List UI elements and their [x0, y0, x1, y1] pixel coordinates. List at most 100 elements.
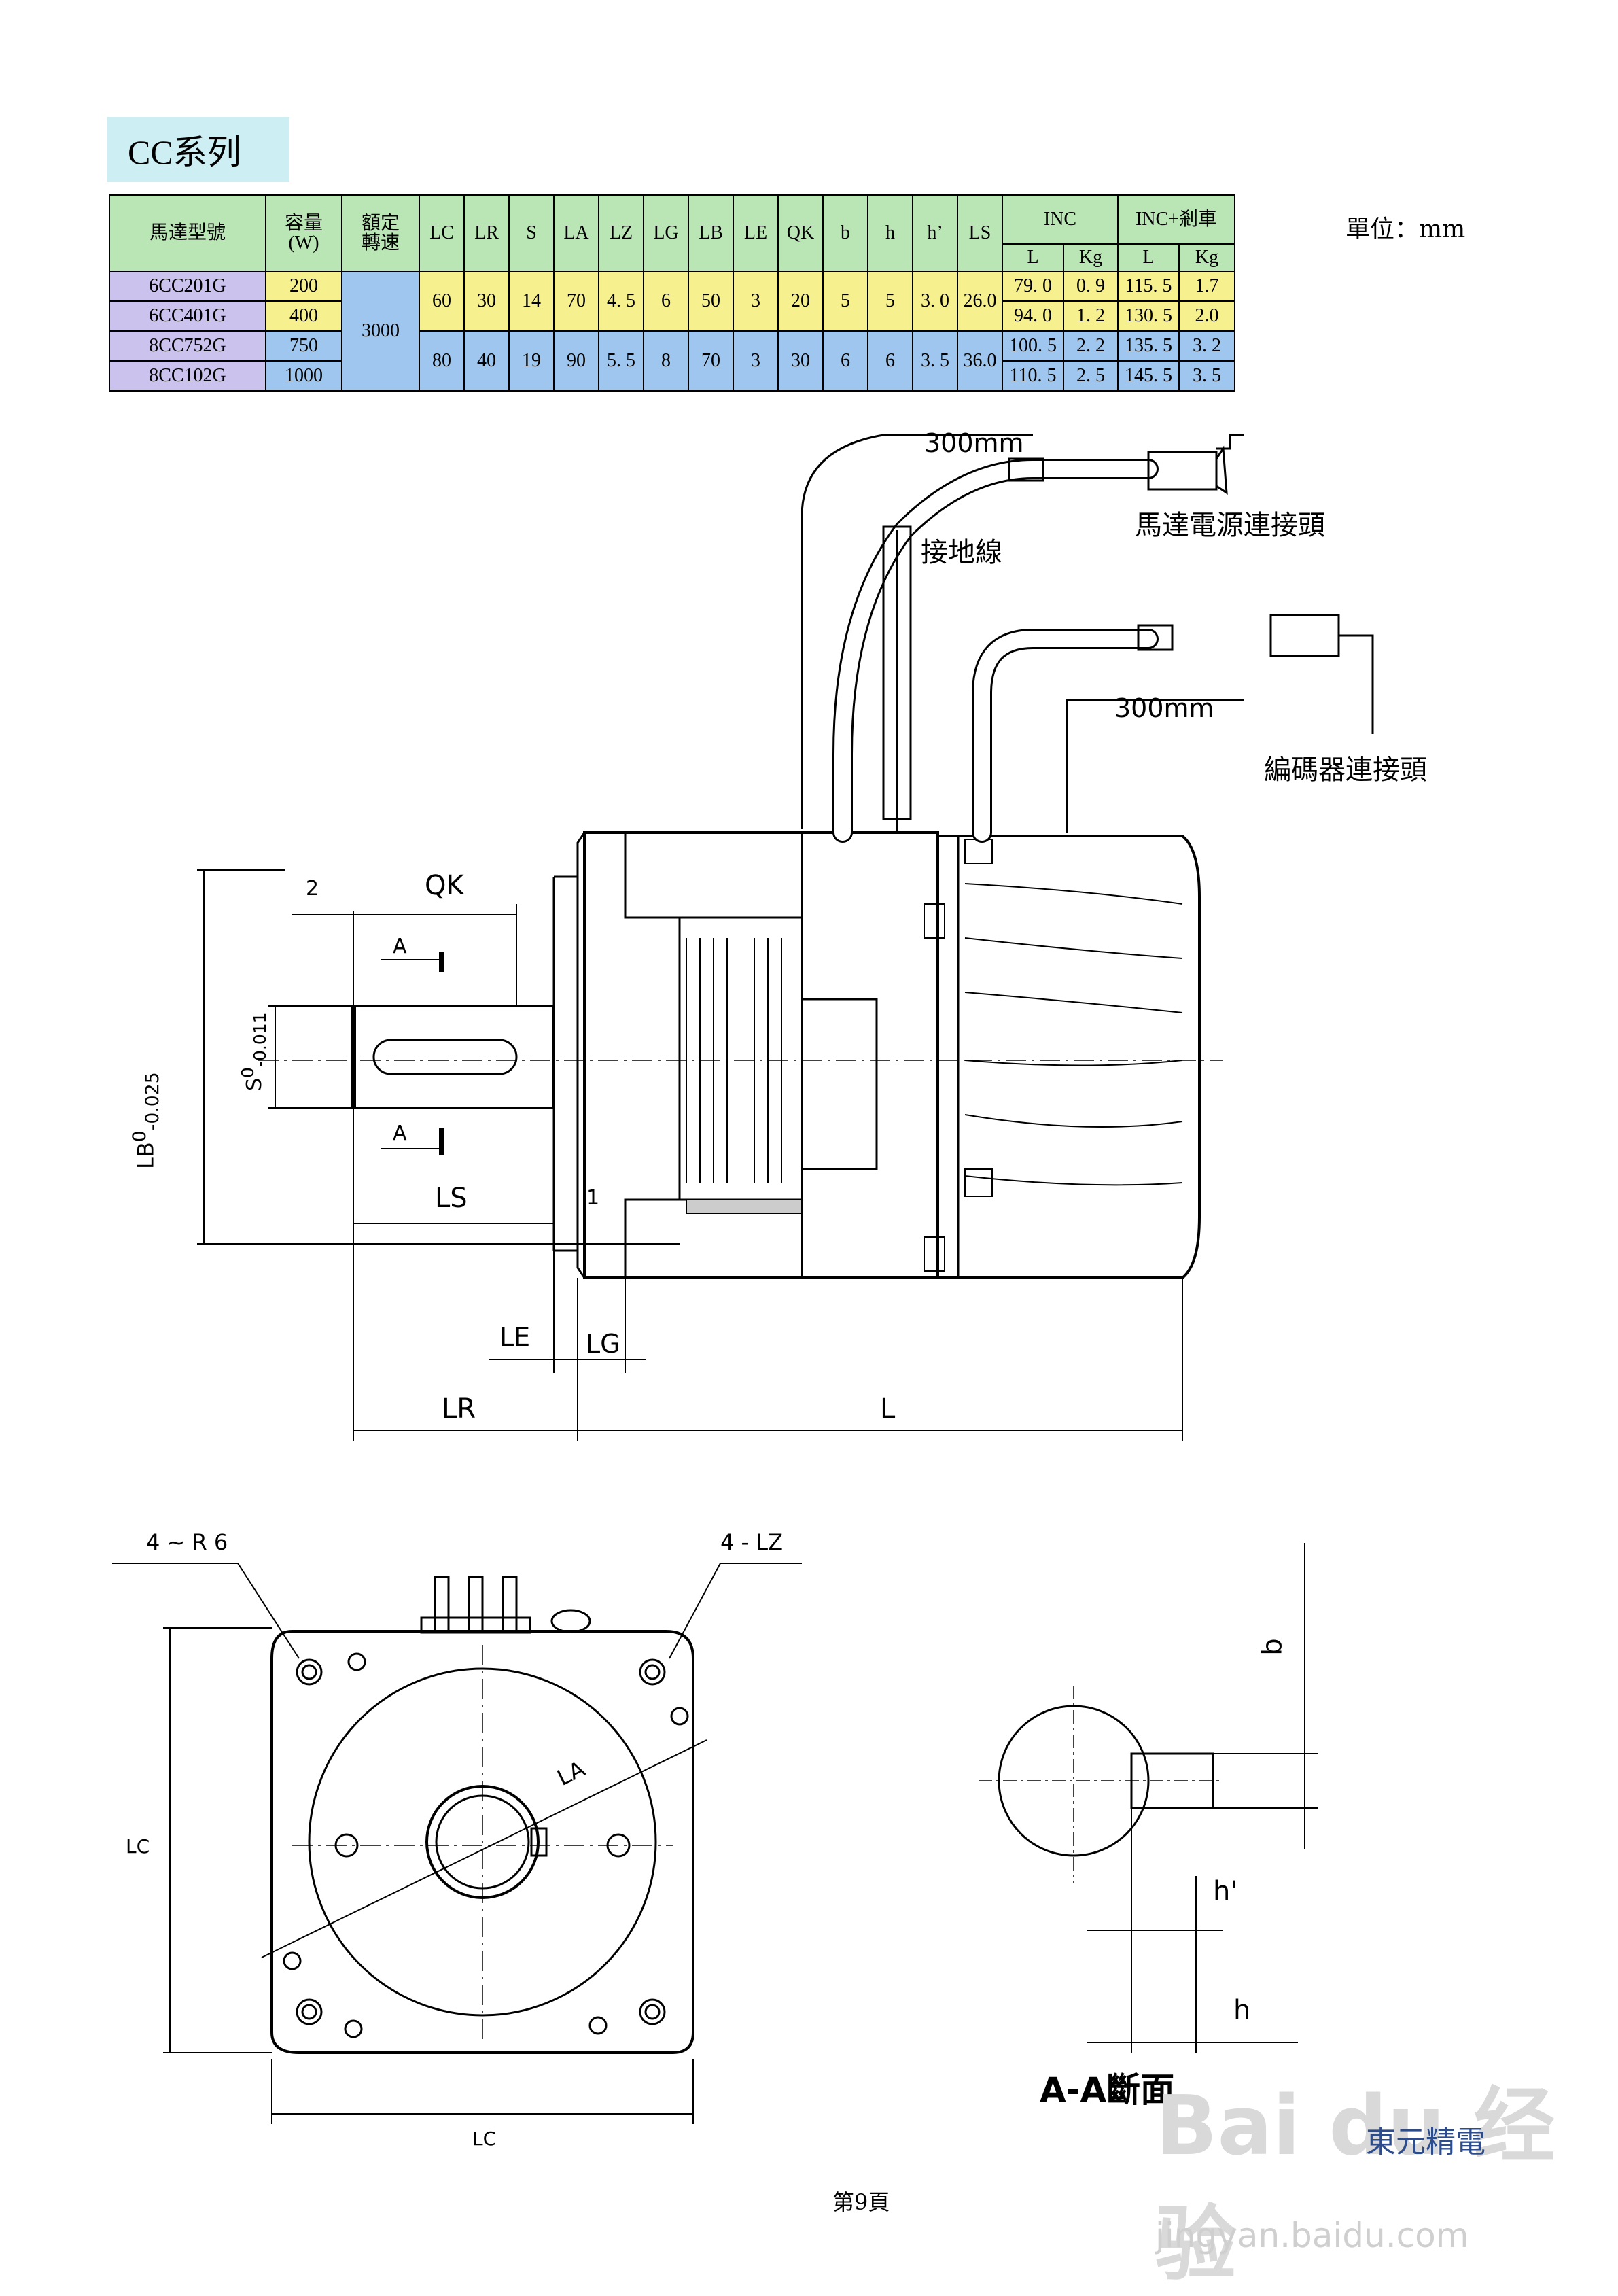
cell-inc-kg: 2. 2: [1063, 330, 1119, 362]
cell-br-kg: 3. 5: [1178, 360, 1235, 392]
cell-dim: 70: [553, 271, 599, 332]
dim-h-prime: h': [1213, 1876, 1238, 1907]
cell-dim: 90: [553, 330, 599, 392]
th-inc: INC: [1002, 194, 1119, 245]
cell-inc-l: 94. 0: [1002, 300, 1064, 332]
cell-dim: 6: [822, 330, 868, 392]
cell-br-kg: 2.0: [1178, 300, 1235, 332]
th-capacity: 容量(W): [265, 194, 342, 272]
th-col: QK: [777, 194, 824, 272]
series-title-text: CC系列: [128, 133, 241, 171]
cell-speed: 3000: [341, 271, 420, 392]
dim-1: 1: [586, 1186, 600, 1210]
cell-model: 8CC752G: [109, 330, 266, 362]
dim-lc-bottom: LC: [472, 2127, 497, 2150]
cell-inc-kg: 0. 9: [1063, 271, 1119, 302]
cell-dim: 50: [688, 271, 734, 332]
th-l: L: [1117, 243, 1180, 272]
th-col: S: [508, 194, 555, 272]
cell-br-l: 135. 5: [1117, 330, 1180, 362]
dim-le: LE: [499, 1322, 531, 1352]
spec-table: 馬達型號 容量(W) 額定轉速 LC LR S LA LZ LG LB LE Q…: [109, 194, 1235, 392]
cell-dim: 60: [419, 271, 465, 332]
th-col: h: [867, 194, 913, 272]
cell-dim: 4. 5: [598, 271, 644, 332]
section-aa: [979, 1543, 1318, 2053]
th-col: LC: [419, 194, 465, 272]
side-dimensions: [197, 869, 1183, 1441]
cell-br-l: 130. 5: [1117, 300, 1180, 332]
cell-dim: 30: [777, 330, 824, 392]
cell-model: 6CC201G: [109, 271, 266, 302]
cell-dim: 5. 5: [598, 330, 644, 392]
ground-wire-label: 接地線: [921, 537, 1002, 568]
cell-w: 400: [265, 300, 342, 332]
cable-length-label: 300mm: [924, 428, 1024, 458]
dim-qk: QK: [425, 870, 464, 901]
front-view: [261, 1576, 707, 2054]
cell-br-kg: 1.7: [1178, 271, 1235, 302]
watermark-url: jingyan.baidu.com: [1155, 2216, 1469, 2255]
dim-l: L: [880, 1393, 896, 1425]
th-col: LG: [643, 194, 689, 272]
th-col: LA: [553, 194, 599, 272]
th-col: h’: [912, 194, 958, 272]
encoder-connector-label: 編碼器連接頭: [1264, 754, 1427, 786]
page-number: 第9頁: [832, 2189, 890, 2215]
th-model: 馬達型號: [109, 194, 266, 272]
cell-br-kg: 3. 2: [1178, 330, 1235, 362]
cell-dim: 3: [733, 271, 779, 332]
th-speed: 額定轉速: [341, 194, 420, 272]
side-view: [258, 434, 1374, 1279]
cell-dim: 8: [643, 330, 689, 392]
th-col: LZ: [598, 194, 644, 272]
cell-dim: 14: [508, 271, 555, 332]
cell-dim: 40: [463, 330, 510, 392]
cell-dim: 3. 5: [912, 330, 958, 392]
dim-b: b: [1256, 1638, 1288, 1656]
unit-label: 單位：mm: [1346, 215, 1466, 243]
cell-dim: 70: [688, 330, 734, 392]
cell-model: 6CC401G: [109, 300, 266, 332]
cell-inc-kg: 2. 5: [1063, 360, 1119, 392]
cell-dim: 19: [508, 330, 555, 392]
cell-dim: 6: [867, 330, 913, 392]
th-col: LE: [733, 194, 779, 272]
cell-w: 750: [265, 330, 342, 362]
cell-inc-l: 79. 0: [1002, 271, 1064, 302]
section-label: A-A斷面: [1040, 2070, 1175, 2110]
front-dimensions: [112, 1563, 802, 2124]
dim-lz: 4 - LZ: [720, 1529, 783, 1555]
cell-dim: 3. 0: [912, 271, 958, 332]
cell-dim: 26.0: [957, 271, 1003, 332]
dim-lb: LB0-0.025: [129, 1072, 164, 1169]
dim-r6: 4 ~ R 6: [146, 1529, 228, 1555]
cell-dim: 6: [643, 271, 689, 332]
cell-br-l: 115. 5: [1117, 271, 1180, 302]
th-col: LR: [463, 194, 510, 272]
watermark: Bai du 经验: [1155, 2079, 1555, 2292]
dim-a-bottom: A: [393, 1121, 407, 1145]
cable-length-label: 300mm: [1114, 693, 1214, 723]
cell-dim: 5: [867, 271, 913, 332]
th-l: L: [1002, 243, 1064, 272]
dim-ls: LS: [435, 1183, 468, 1214]
cell-w: 200: [265, 271, 342, 302]
power-connector-label: 馬達電源連接頭: [1135, 510, 1325, 541]
dim-lg: LG: [586, 1329, 620, 1359]
cell-inc-l: 110. 5: [1002, 360, 1064, 392]
dim-a-top: A: [393, 935, 407, 958]
th-col: LS: [957, 194, 1003, 272]
th-col: LB: [688, 194, 734, 272]
cell-w: 1000: [265, 360, 342, 392]
th-kg: Kg: [1063, 243, 1119, 272]
th-col: b: [822, 194, 868, 272]
cell-inc-l: 100. 5: [1002, 330, 1064, 362]
cell-dim: 36.0: [957, 330, 1003, 392]
th-inc-brake: INC+剎車: [1117, 194, 1235, 245]
th-kg: Kg: [1178, 243, 1235, 272]
dim-s: S0-0.011: [238, 1012, 270, 1091]
cell-dim: 30: [463, 271, 510, 332]
cell-model: 8CC102G: [109, 360, 266, 392]
